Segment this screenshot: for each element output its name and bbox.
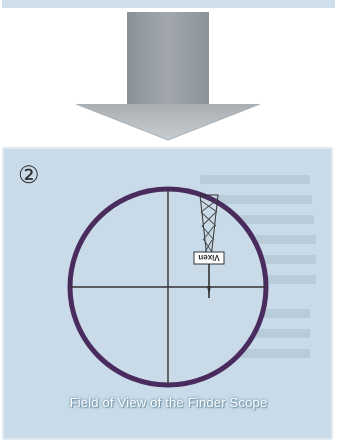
panel-caption: Field of View of the Finder Scope [0, 395, 337, 410]
target-sign-label: Vixen [198, 253, 219, 262]
target-sign: Vixen [194, 252, 224, 264]
